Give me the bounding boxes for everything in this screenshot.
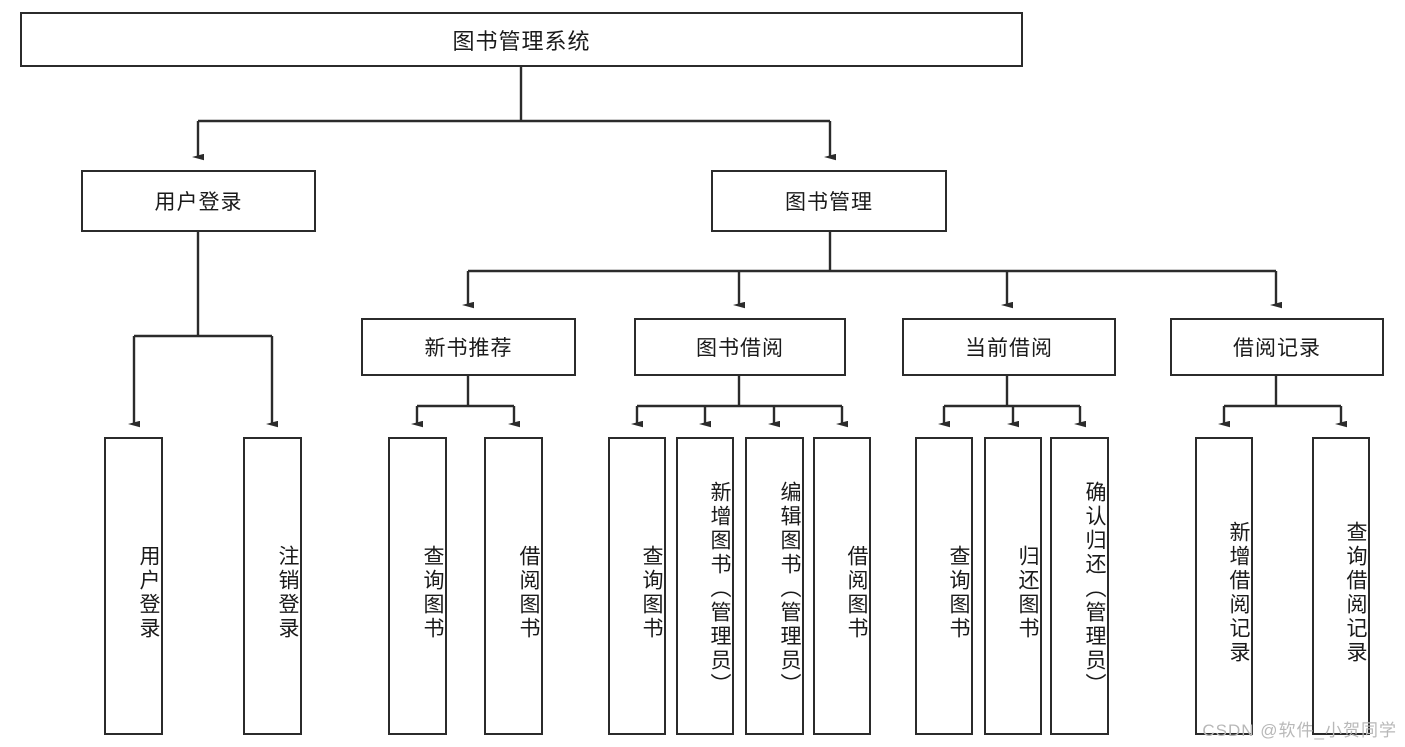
node-borrow-record-label: 借阅记录 (1233, 337, 1321, 360)
node-root[interactable]: 图书管理系统 (20, 12, 1023, 67)
node-book-management[interactable]: 图书管理 (711, 170, 947, 232)
node-borrow-record[interactable]: 借阅记录 (1170, 318, 1384, 376)
leaf-record-query[interactable]: 查询借阅记录 (1312, 437, 1370, 735)
leaf-label: 查询图书 (947, 545, 970, 641)
leaf-label: 查询图书 (640, 545, 663, 641)
leaf-user-login-login[interactable]: 用户登录 (104, 437, 163, 735)
leaf-current-confirm-return-admin[interactable]: 确认归还（管理员） (1050, 437, 1109, 735)
leaf-label: 注销登录 (276, 545, 299, 641)
leaf-new-book-query[interactable]: 查询图书 (388, 437, 447, 735)
leaf-label: 查询图书 (421, 545, 444, 641)
leaf-borrow-add-book-admin[interactable]: 新增图书（管理员） (676, 437, 734, 735)
leaf-record-add[interactable]: 新增借阅记录 (1195, 437, 1253, 735)
node-new-book-recommend-label: 新书推荐 (424, 337, 513, 360)
leaf-user-login-logout[interactable]: 注销登录 (243, 437, 302, 735)
leaf-label: 编辑图书（管理员） (778, 481, 801, 697)
leaf-label: 借阅图书 (517, 545, 540, 641)
node-user-login-label: 用户登录 (154, 191, 243, 214)
watermark: CSDN @软件_小贺同学 (1202, 721, 1397, 740)
leaf-borrow-borrow-book[interactable]: 借阅图书 (813, 437, 871, 735)
leaf-current-return-book[interactable]: 归还图书 (984, 437, 1042, 735)
leaf-borrow-query-book[interactable]: 查询图书 (608, 437, 666, 735)
node-book-borrow[interactable]: 图书借阅 (634, 318, 846, 376)
leaf-label: 用户登录 (137, 545, 160, 641)
leaf-label: 确认归还（管理员） (1083, 481, 1106, 697)
leaf-new-book-borrow[interactable]: 借阅图书 (484, 437, 543, 735)
leaf-label: 新增图书（管理员） (708, 481, 731, 697)
node-user-login[interactable]: 用户登录 (81, 170, 316, 232)
leaf-current-query-book[interactable]: 查询图书 (915, 437, 973, 735)
node-root-label: 图书管理系统 (452, 28, 591, 54)
node-book-borrow-label: 图书借阅 (696, 337, 784, 360)
node-current-borrow[interactable]: 当前借阅 (902, 318, 1116, 376)
node-book-management-label: 图书管理 (785, 191, 873, 214)
leaf-label: 新增借阅记录 (1227, 521, 1250, 665)
leaf-borrow-edit-book-admin[interactable]: 编辑图书（管理员） (745, 437, 804, 735)
leaf-label: 借阅图书 (845, 545, 868, 641)
leaf-label: 归还图书 (1016, 545, 1039, 641)
node-new-book-recommend[interactable]: 新书推荐 (361, 318, 576, 376)
leaf-label: 查询借阅记录 (1344, 521, 1367, 665)
node-current-borrow-label: 当前借阅 (965, 337, 1053, 360)
